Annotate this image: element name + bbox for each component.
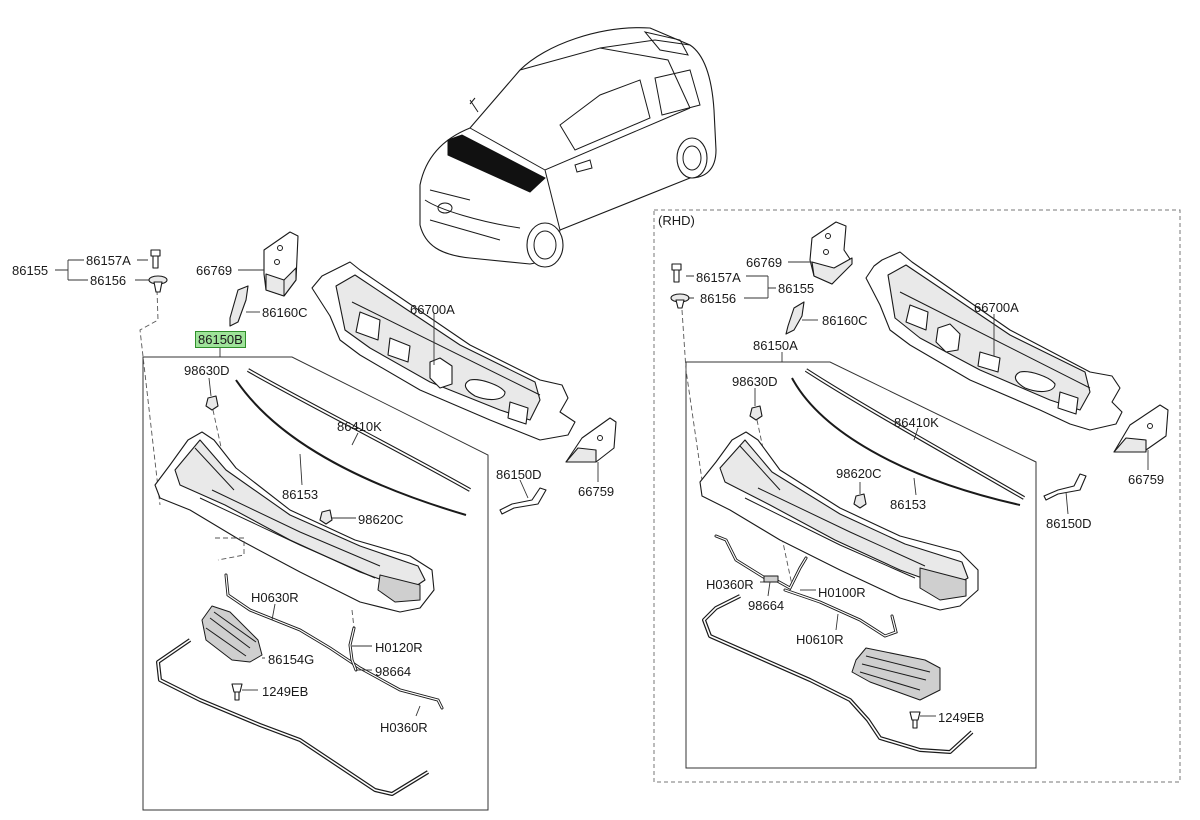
lhd-86155-leaders [55, 259, 161, 506]
lhd-hose-h0630r [224, 573, 444, 710]
lhd-strip-86410k [247, 368, 471, 492]
rhd-inner-frame [685, 352, 1037, 769]
rhd-screw-1249eb [909, 711, 936, 729]
rhd-label-86410k[interactable]: 86410K [894, 415, 939, 430]
rhd-hose-h0360r [714, 534, 768, 583]
rhd-dashed-frame [653, 209, 1181, 783]
rhd-hose-h0100r [770, 556, 816, 591]
lhd-clip-86156 [148, 275, 168, 293]
label-86156[interactable]: 86156 [90, 273, 127, 288]
rhd-label-h0100r[interactable]: H0100R [818, 585, 866, 600]
label-98620c[interactable]: 98620C [358, 512, 404, 527]
lhd-screw-86157a [150, 249, 161, 269]
rhd-seal [702, 594, 974, 754]
cowl-highlight-area [447, 134, 546, 193]
label-98664[interactable]: 98664 [375, 664, 412, 679]
rhd-label-1249eb[interactable]: 1249EB [938, 710, 985, 725]
rhd-label-66759[interactable]: 66759 [1128, 472, 1165, 487]
rhd-bracket-66769 [788, 221, 853, 285]
rhd-strip-86153 [791, 377, 1021, 506]
rhd-screw-86157a [671, 263, 682, 283]
lhd-bracket-66769 [238, 231, 299, 297]
label-86154g[interactable]: 86154G [268, 652, 315, 667]
lhd-clip-98620c [319, 509, 356, 525]
label-98630d[interactable]: 98630D [184, 363, 230, 378]
label-66769[interactable]: 66769 [196, 263, 233, 278]
rhd-label-98664[interactable]: 98664 [748, 598, 785, 613]
rhd-label-h0610r[interactable]: H0610R [796, 632, 844, 647]
rhd-label-86157a[interactable]: 86157A [696, 270, 741, 285]
rhd-86155-leaders [686, 275, 776, 299]
rhd-strip-86410k [804, 368, 1026, 500]
lhd-screw-1249eb [231, 683, 258, 701]
rhd-bracket-66759 [1113, 404, 1169, 470]
rhd-cowl-top-cover [699, 431, 979, 611]
label-66759[interactable]: 66759 [578, 484, 615, 499]
rhd-label-86156[interactable]: 86156 [700, 291, 737, 306]
label-86153[interactable]: 86153 [282, 487, 319, 502]
lhd-strip-86153 [235, 379, 467, 516]
lhd-cowl-top-cover [154, 431, 435, 613]
rhd-clip-86156 [670, 293, 703, 481]
rhd-heading: (RHD) [658, 213, 695, 228]
lhd-seal [156, 638, 430, 796]
rhd-label-86150a[interactable]: 86150A [753, 338, 798, 353]
rhd-panel-66700a [865, 251, 1123, 431]
label-86150b-highlighted[interactable]: 86150B [195, 331, 246, 348]
label-86157a[interactable]: 86157A [86, 253, 131, 268]
vehicle-illustration [419, 27, 717, 268]
rhd-label-86160c[interactable]: 86160C [822, 313, 868, 328]
rhd-label-66700a[interactable]: 66700A [974, 300, 1019, 315]
label-1249eb[interactable]: 1249EB [262, 684, 309, 699]
rhd-label-66769[interactable]: 66769 [746, 255, 783, 270]
lhd-cover-86154g [201, 605, 265, 663]
label-86160c[interactable]: 86160C [262, 305, 308, 320]
label-h0120r[interactable]: H0120R [375, 640, 423, 655]
lhd-part-86150d [499, 479, 547, 515]
rhd-label-86150d[interactable]: 86150D [1046, 516, 1092, 531]
label-h0630r[interactable]: H0630R [251, 590, 299, 605]
rhd-label-86155[interactable]: 86155 [778, 281, 815, 296]
lhd-bracket-66759 [565, 417, 617, 482]
lhd-part-86160c [229, 285, 260, 327]
label-66700a[interactable]: 66700A [410, 302, 455, 317]
rhd-label-98620c[interactable]: 98620C [836, 466, 882, 481]
rhd-part-86150d [1043, 473, 1087, 515]
lhd-panel-66700a [311, 261, 576, 441]
label-86150d[interactable]: 86150D [496, 467, 542, 482]
rhd-part-86160c [785, 301, 818, 335]
lhd-hose-h0120r [348, 609, 372, 672]
rhd-hose-h0610r [783, 588, 898, 638]
label-86155[interactable]: 86155 [12, 263, 49, 278]
rhd-label-h0360r[interactable]: H0360R [706, 577, 754, 592]
rhd-label-86153[interactable]: 86153 [890, 497, 927, 512]
rhd-connector-98664 [763, 575, 779, 597]
rhd-label-98630d[interactable]: 98630D [732, 374, 778, 389]
label-86410k[interactable]: 86410K [337, 419, 382, 434]
label-h0360r[interactable]: H0360R [380, 720, 428, 735]
rhd-clip-98620c [853, 482, 867, 509]
rhd-cover [851, 647, 941, 701]
